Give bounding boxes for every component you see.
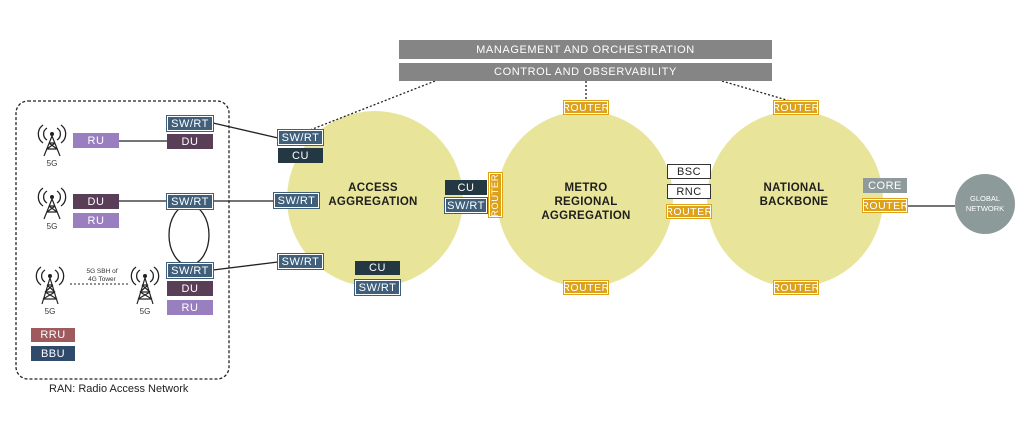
cu-box: CU (278, 148, 323, 163)
control-observability-banner: CONTROL AND OBSERVABILITY (399, 63, 772, 81)
cu-box: CU (445, 180, 487, 195)
router-box: ROUTER (665, 204, 713, 219)
ran-caption: RAN: Radio Access Network (49, 383, 189, 395)
ru-box: RU (73, 213, 119, 228)
router-box: ROUTER (562, 280, 610, 295)
router-box: ROUTER (562, 100, 610, 115)
bbu-box: BBU (31, 346, 75, 361)
ran-boundary (15, 100, 230, 380)
metro-label-line: METRO (564, 182, 608, 194)
global-label-line: NETWORK (965, 204, 1005, 213)
du-box: DU (73, 194, 119, 209)
sbh-label: 5G SBH of 4G Tower (72, 268, 132, 284)
rnc-box: RNC (667, 184, 711, 199)
bsc-box: BSC (667, 164, 711, 179)
global-network-label: GLOBAL NETWORK (955, 194, 1015, 214)
cell-tower-icon (37, 124, 67, 157)
link-swrt3-access (212, 261, 279, 271)
global-network-circle (955, 174, 1015, 234)
link-swrt1-access (212, 122, 279, 139)
swrt-box: SW/RT (277, 129, 324, 146)
swrt-box: SW/RT (354, 279, 401, 296)
national-label-line: NATIONAL (763, 182, 825, 194)
access-aggregation-circle (287, 111, 463, 287)
access-label-line: ACCESS (348, 182, 398, 194)
metro-label-line: REGIONAL (554, 196, 618, 208)
swrt-box: SW/RT (166, 193, 214, 210)
router-box: ROUTER (772, 280, 820, 295)
ru-box: RU (73, 133, 119, 148)
tower-5g-label: 5G (46, 159, 58, 168)
rru-box: RRU (31, 328, 75, 342)
tower-5g-label: 5G (44, 307, 56, 316)
management-orchestration-banner: MANAGEMENT AND ORCHESTRATION (399, 40, 772, 59)
metro-aggregation-circle (497, 111, 673, 287)
swrt-ring (168, 204, 210, 266)
cell-tower-icon (37, 187, 67, 220)
ru-box: RU (167, 300, 213, 315)
national-label-line: BACKBONE (759, 196, 829, 208)
swrt-box: SW/RT (166, 262, 214, 279)
national-backbone-label: NATIONAL BACKBONE (739, 181, 849, 209)
router-box: ROUTER (861, 198, 909, 213)
router-box: ROUTER (488, 172, 503, 218)
swrt-box: SW/RT (277, 253, 324, 270)
access-label-line: AGGREGATION (328, 196, 418, 208)
tower-5g-label: 5G (139, 307, 151, 316)
du-box: DU (167, 281, 213, 296)
swrt-box: SW/RT (444, 197, 488, 214)
national-backbone-circle (707, 111, 883, 287)
sbh-label-line: 5G SBH of (86, 268, 118, 275)
metro-label-line: AGGREGATION (541, 210, 631, 222)
swrt-box: SW/RT (166, 115, 214, 132)
core-box: CORE (863, 178, 907, 193)
swrt-box: SW/RT (273, 192, 320, 209)
router-box: ROUTER (772, 100, 820, 115)
sbh-label-line: 4G Tower (88, 276, 116, 283)
tower-5g-label: 5G (46, 222, 58, 231)
cu-box: CU (355, 261, 400, 275)
du-box: DU (167, 134, 213, 149)
cell-tower-icon (35, 266, 65, 305)
cell-tower-icon (130, 266, 160, 305)
access-aggregation-label: ACCESS AGGREGATION (318, 181, 428, 209)
global-label-line: GLOBAL (969, 194, 1000, 203)
metro-aggregation-label: METRO REGIONAL AGGREGATION (531, 181, 641, 223)
control-link-national (721, 80, 791, 102)
